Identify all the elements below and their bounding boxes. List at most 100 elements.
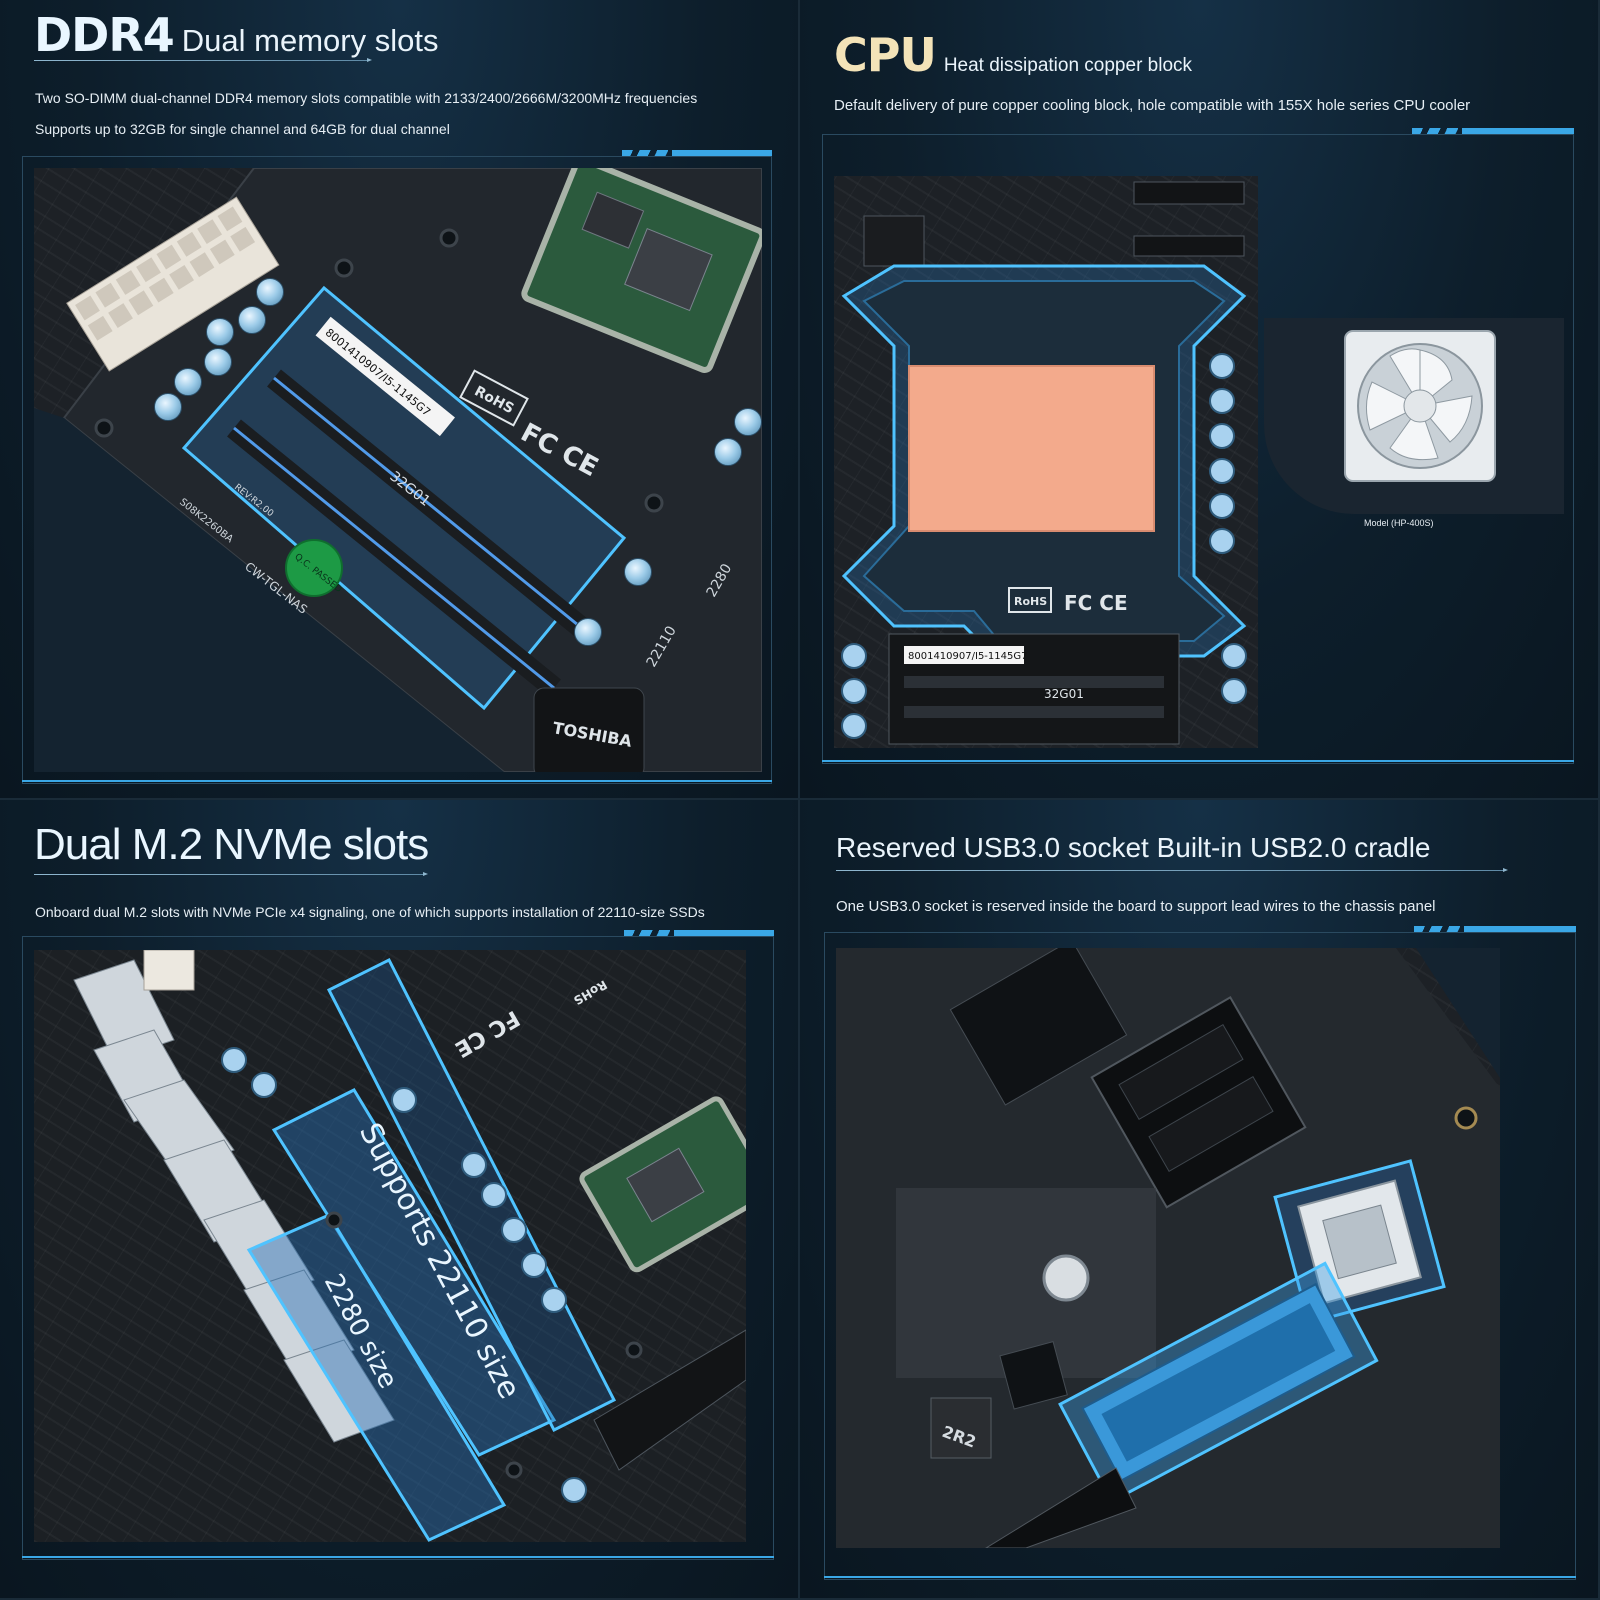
cpu-title-rest: Heat dissipation copper block [943, 55, 1193, 76]
panel-m2: Dual M.2 NVMe slots Onboard dual M.2 slo… [0, 800, 800, 1600]
controller-chip [949, 948, 1128, 1106]
frame-bottom-line [822, 760, 1574, 762]
m2-board-svg: Supports 22110 size 2280 size FC CE RoHS [73, 950, 746, 1542]
m2-title-underline [34, 872, 428, 876]
rohs-text: RoHS [1014, 595, 1047, 608]
m2-title: Dual M.2 NVMe slots [34, 820, 429, 869]
rohs-logo [1008, 587, 1052, 613]
rohs-logo: RoHS [571, 977, 609, 1007]
copper-block [908, 365, 1155, 532]
usb-frame [824, 932, 1576, 1580]
fcc-ce-logo: FC CE [450, 1005, 523, 1062]
panel-usb: Reserved USB3.0 socket Built-in USB2.0 c… [800, 800, 1600, 1600]
capacitor [256, 278, 284, 306]
pcie-slot [593, 1329, 746, 1471]
frame-bottom-line [824, 1576, 1576, 1578]
cpu-board-photo: RoHS FC CE 8001410907/I5-1145G7 32G01 [834, 176, 1258, 748]
usb-board-svg: 2R2 [836, 948, 1500, 1548]
mount-hole [94, 418, 114, 438]
mount-hole [1454, 1106, 1478, 1130]
panel-ddr4: DDR4 Dual memory slots Two SO-DIMM dual-… [0, 0, 800, 800]
capacitor-column [841, 353, 1247, 739]
frame-deco-stripes [1412, 128, 1462, 134]
ddr4-title: DDR4 Dual memory slots [34, 8, 438, 62]
frame-deco-stripes [624, 930, 674, 936]
module-sticker [904, 646, 1024, 664]
ddr4-title-rest: Dual memory slots [181, 23, 439, 58]
m2-slot-22110-glow [271, 1088, 557, 1457]
usb-desc-line-1: One USB3.0 socket is reserved inside the… [836, 898, 1436, 915]
mount-hole [644, 493, 664, 513]
fcc-ce-logo: FC CE [1064, 591, 1128, 615]
capacitor [574, 618, 602, 646]
pcie-connector [1133, 181, 1245, 205]
capacitor [174, 368, 202, 396]
board-silkscreen-area [896, 1188, 1156, 1378]
usb-title: Reserved USB3.0 socket Built-in USB2.0 c… [836, 832, 1431, 863]
ddr4-title-big: DDR4 [34, 8, 175, 62]
frame-bottom-line [22, 1556, 774, 1558]
toshiba-chip [533, 687, 645, 772]
cpu-package [579, 1096, 746, 1273]
frame-accent-bar [1462, 128, 1574, 134]
ddr4-desc-line-1: Two SO-DIMM dual-channel DDR4 memory slo… [35, 90, 698, 106]
capacitor [714, 438, 742, 466]
power-connector [143, 950, 195, 991]
frame-accent-bar [1464, 926, 1576, 932]
ddr4-title-underline [34, 58, 372, 62]
cooler-caption: Model (HP-400S) [1364, 518, 1434, 528]
mount-hole [625, 1341, 643, 1359]
cpu-package [521, 168, 762, 374]
cpu-title: CPU Heat dissipation copper block [834, 28, 1192, 82]
cpu-frame [822, 134, 1574, 764]
io-ports [73, 959, 395, 1443]
frame-accent-bar [672, 150, 772, 156]
com-header [1133, 235, 1245, 257]
ddr4-frame [22, 156, 772, 784]
cpu-desc-line-1: Default delivery of pure copper cooling … [834, 97, 1471, 114]
usb3-header-socket [1090, 996, 1307, 1209]
mount-hole [1042, 1254, 1090, 1302]
ddr4-board-photo: 8001410907/I5-1145G7 32G01 Q.C. PASSED C… [34, 168, 762, 772]
cpu-title-big: CPU [834, 28, 937, 82]
frame-bottom-line [22, 780, 772, 782]
mount-hole [439, 228, 459, 248]
m2-slot-outer-glow [326, 957, 617, 1433]
mount-hole [334, 258, 354, 278]
slot-marking: 32G01 [1044, 687, 1084, 701]
fan-header [863, 215, 925, 267]
background-corner [34, 408, 504, 772]
ddr4-board-svg: 8001410907/I5-1145G7 32G01 Q.C. PASSED C… [34, 168, 762, 772]
m2-desc-line-1: Onboard dual M.2 slots with NVMe PCIe x4… [35, 904, 705, 920]
mount-hole [505, 1461, 523, 1479]
usb3-blue-header [1058, 1261, 1379, 1504]
capacitor [206, 318, 234, 346]
capacitor [624, 558, 652, 586]
frame-deco-stripes [1414, 926, 1464, 932]
frame-deco-stripes [622, 150, 672, 156]
m2-board-photo: Supports 22110 size 2280 size FC CE RoHS [34, 950, 746, 1542]
inductor [930, 1397, 992, 1459]
capacitor-row [221, 1047, 587, 1503]
cpu-board-svg: RoHS FC CE 8001410907/I5-1145G7 32G01 [841, 181, 1247, 745]
background-corner [1416, 948, 1500, 1078]
usb-board-photo: 2R2 [836, 948, 1500, 1548]
capacitor [734, 408, 762, 436]
usb-title-underline [836, 868, 1508, 872]
capacitor [238, 306, 266, 334]
capacitor [154, 393, 182, 421]
m2-slot-2280-glow [246, 1213, 507, 1542]
sata-connector [985, 1467, 1137, 1548]
m2-frame [22, 936, 774, 1560]
panel-cpu: CPU Heat dissipation copper block Defaul… [800, 0, 1600, 800]
frame-accent-bar [674, 930, 774, 936]
module-sticker-text: 8001410907/I5-1145G7 [908, 651, 1027, 662]
mount-hole [325, 1211, 343, 1229]
atx-power-connector [66, 196, 280, 372]
ddr4-desc-line-2: Supports up to 32GB for single channel a… [35, 121, 450, 137]
qc-passed-sticker [285, 539, 343, 597]
cpu-cooler-image [1344, 330, 1496, 482]
ic-chip [999, 1341, 1068, 1410]
capacitor [204, 348, 232, 376]
